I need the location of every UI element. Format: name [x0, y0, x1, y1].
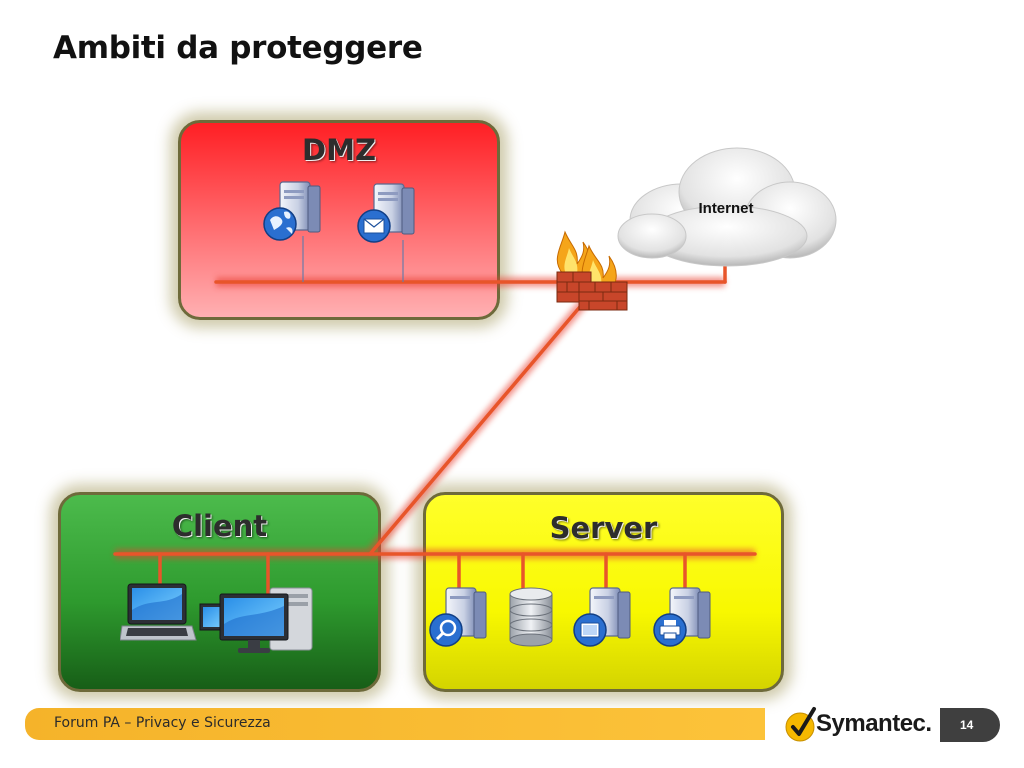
firewall-to-lan-line: [368, 293, 592, 556]
client-zone: Client: [58, 492, 381, 692]
client-label: Client: [171, 509, 268, 543]
network-glow: [115, 277, 755, 559]
footer-event: Forum PA: [54, 715, 120, 731]
slide-title: Ambiti da proteggere: [53, 30, 423, 66]
database-icon: [509, 587, 553, 647]
internet-label: Internet: [698, 200, 754, 217]
cloud-icon: [617, 147, 837, 267]
symantec-logo-text: Symantec.: [816, 710, 932, 737]
search-server-icon: [429, 587, 487, 647]
desktop-pc-icon: [199, 587, 313, 653]
footer-bar: [25, 708, 765, 740]
dmz-label: DMZ: [302, 133, 376, 167]
mail-server-icon: [357, 183, 415, 243]
page-number: 14: [940, 708, 1000, 742]
footer-topic: Privacy e Sicurezza: [135, 715, 271, 731]
laptop-icon: [120, 583, 197, 641]
footer-separator: –: [119, 715, 136, 731]
firewall-icon: [556, 230, 628, 311]
web-server-icon: [263, 181, 321, 241]
symantec-checkmark-icon: [785, 707, 816, 742]
application-server-icon: [573, 587, 631, 647]
print-server-icon: [653, 587, 711, 647]
server-label: Server: [549, 511, 658, 545]
footer-caption: Forum PA – Privacy e Sicurezza: [54, 715, 271, 731]
